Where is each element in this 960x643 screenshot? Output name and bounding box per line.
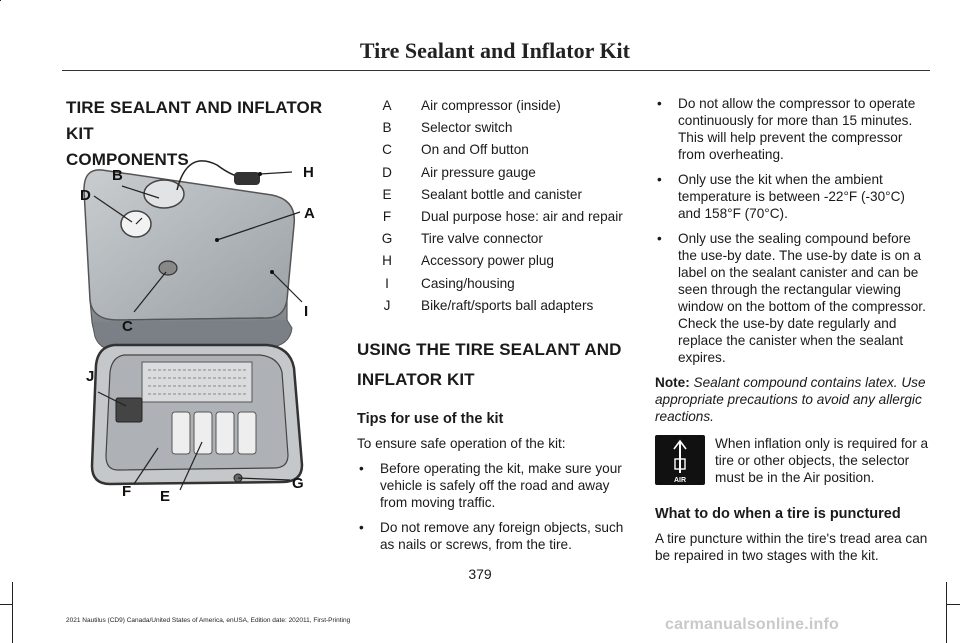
legend-row: A Air compressor (inside) <box>357 95 629 117</box>
bullet-icon: • <box>657 231 662 246</box>
legend-letter: B <box>382 120 392 136</box>
list-item: • Do not allow the compressor to operate … <box>655 95 929 163</box>
legend-text: Tire valve connector <box>421 231 543 247</box>
legend-text: Air compressor (inside) <box>421 98 561 113</box>
kit-tray <box>90 343 304 486</box>
adapters <box>115 397 143 423</box>
legend-row: F Dual purpose hose: air and repair <box>357 206 629 228</box>
legend-letter: I <box>385 275 389 291</box>
legend-letter: H <box>382 253 392 269</box>
crop-mark-bottom-right-v <box>946 582 947 643</box>
components-heading: TIRE SEALANT AND INFLATOR KIT COMPONENTS <box>66 95 334 173</box>
component-legend: A Air compressor (inside) B Selector switc… <box>357 95 629 317</box>
legend-row: C On and Off button <box>357 139 629 161</box>
crop-mark-bottom-left-v <box>12 582 13 643</box>
legend-row: H Accessory power plug <box>357 250 629 272</box>
edition-footer: 2021 Nautilus (CD9) Canada/United States… <box>66 617 351 624</box>
list-item-text: Before operating the kit, make sure your… <box>380 461 622 511</box>
on-off-button <box>158 260 178 276</box>
list-item-text: Do not allow the compressor to operate c… <box>678 96 916 162</box>
components-heading-line1: TIRE SEALANT AND INFLATOR KIT <box>66 98 323 143</box>
air-selector-icon: AIR <box>655 435 705 485</box>
tips-list: • Before operating the kit, make sure you… <box>357 460 629 553</box>
legend-text: Selector switch <box>421 120 513 136</box>
selector-switch <box>143 179 185 209</box>
legend-text: On and Off button <box>421 142 529 158</box>
puncture-text: A tire puncture within the tire's tread … <box>655 531 928 563</box>
list-item-text: Only use the sealing compound before the… <box>678 231 926 365</box>
crop-mark <box>0 0 1 1</box>
header-divider <box>62 70 930 71</box>
legend-letter: F <box>382 209 392 225</box>
using-kit-heading: USING THE TIRE SEALANT AND INFLATOR KIT <box>357 337 629 397</box>
legend-letter: E <box>382 186 392 202</box>
tips-intro: To ensure safe operation of the kit: <box>357 436 566 452</box>
bullet-icon: • <box>657 96 662 111</box>
callout-j: J <box>86 368 94 385</box>
legend-letter: A <box>382 98 392 113</box>
callout-h: H <box>303 164 314 181</box>
list-item-text: Do not remove any foreign objects, such … <box>380 520 624 553</box>
crop-mark-bottom-left-h <box>0 604 12 605</box>
components-heading-line2: COMPONENTS <box>66 150 189 169</box>
air-icon-label: AIR <box>674 477 686 484</box>
legend-letter: C <box>382 142 392 158</box>
compressor-unit <box>83 160 303 353</box>
list-item: • Only use the kit when the ambient tempe… <box>655 171 929 222</box>
tips-heading: Tips for use of the kit <box>357 411 504 428</box>
legend-letter: D <box>382 164 392 180</box>
inflator-kit-illustration: B H D A I C J G F E <box>80 160 315 505</box>
using-heading-line2: INFLATOR KIT <box>357 370 475 390</box>
note-text: Sealant compound contains latex. Use app… <box>655 375 926 424</box>
air-mode-block: AIR When inflation only is required for … <box>655 435 929 486</box>
list-item: • Before operating the kit, make sure you… <box>357 460 629 511</box>
legend-text: Accessory power plug <box>421 253 554 269</box>
bullet-icon: • <box>657 172 662 187</box>
legend-row: B Selector switch <box>357 117 629 139</box>
crop-mark-bottom-right-h <box>946 604 960 605</box>
page-header-title: Tire Sealant and Inflator Kit <box>359 38 630 63</box>
watermark: carmanualsonline.info <box>665 616 840 633</box>
callout-f: F <box>122 483 131 500</box>
using-heading-line1: USING THE TIRE SEALANT AND <box>357 340 622 360</box>
latex-note: Note: Sealant compound contains latex. U… <box>655 374 929 425</box>
legend-text: Casing/housing <box>421 275 515 291</box>
column-components: TIRE SEALANT AND INFLATOR KIT COMPONENTS <box>66 95 334 173</box>
callout-e: E <box>160 488 170 505</box>
legend-row: D Air pressure gauge <box>357 162 629 184</box>
bullet-icon: • <box>359 520 364 536</box>
column-precautions: • Do not allow the compressor to operate … <box>655 95 929 572</box>
puncture-heading: What to do when a tire is punctured <box>655 506 901 522</box>
note-label: Note: <box>655 375 690 390</box>
callout-g: G <box>292 475 304 492</box>
legend-letter: G <box>381 231 393 247</box>
legend-row: J Bike/raft/sports ball adapters <box>357 295 629 317</box>
callout-c: C <box>122 318 133 335</box>
legend-text: Air pressure gauge <box>421 164 536 180</box>
column-legend-and-usage: A Air compressor (inside) B Selector switc… <box>357 95 629 561</box>
legend-row: I Casing/housing <box>357 273 629 295</box>
legend-text: Sealant bottle and canister <box>421 186 582 202</box>
air-mode-text: When inflation only is required for a ti… <box>715 436 929 485</box>
legend-text: Bike/raft/sports ball adapters <box>421 297 594 313</box>
legend-row: E Sealant bottle and canister <box>357 184 629 206</box>
legend-letter: J <box>383 297 391 313</box>
page-number: 379 <box>468 566 492 582</box>
callout-d: D <box>80 187 91 204</box>
callout-a: A <box>304 205 315 222</box>
list-item-text: Only use the kit when the ambient temper… <box>678 172 905 221</box>
callout-b: B <box>112 167 123 184</box>
bullet-icon: • <box>359 461 364 477</box>
callout-i: I <box>304 303 308 320</box>
list-item: • Do not remove any foreign objects, such… <box>357 519 629 553</box>
legend-text: Dual purpose hose: air and repair <box>421 209 623 225</box>
list-item: • Only use the sealing compound before th… <box>655 230 929 366</box>
precautions-list: • Do not allow the compressor to operate … <box>655 95 929 366</box>
legend-row: G Tire valve connector <box>357 228 629 250</box>
power-plug <box>234 172 260 185</box>
